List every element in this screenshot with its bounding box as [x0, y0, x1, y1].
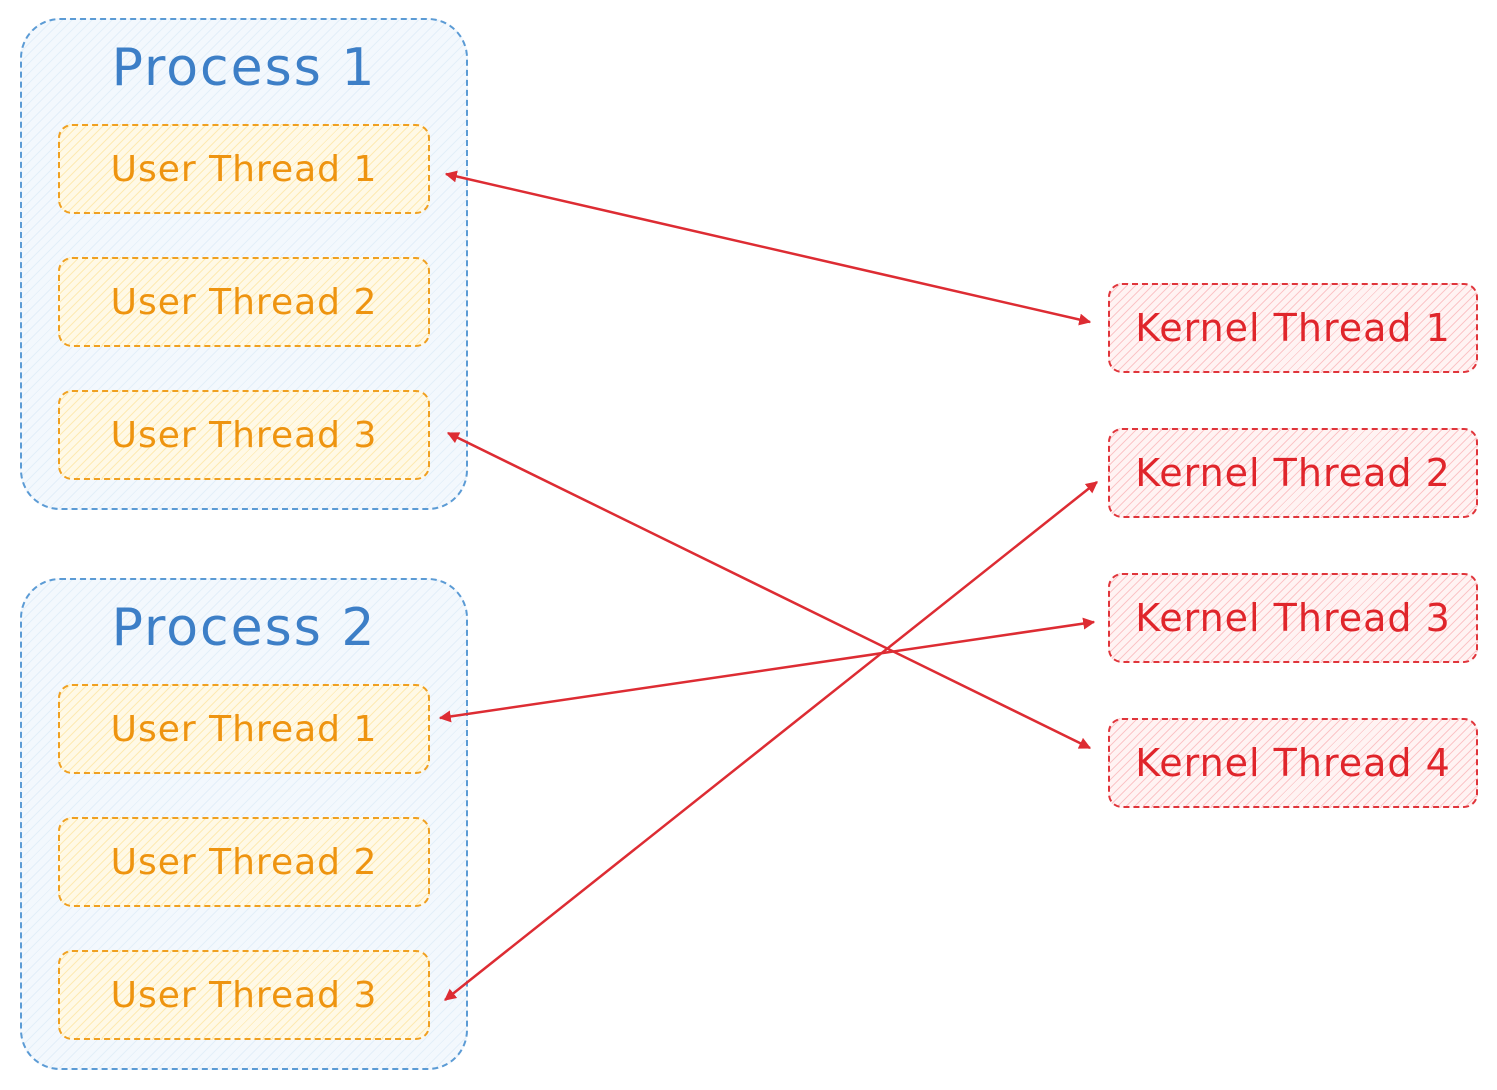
process-1-user-thread-2: User Thread 2 — [58, 257, 430, 347]
kernel-thread-3: Kernel Thread 3 — [1108, 573, 1478, 663]
process-2-user-thread-2: User Thread 2 — [58, 817, 430, 907]
process-1-user-thread-1: User Thread 1 — [58, 124, 430, 214]
arrow-p2-ut3-to-kt2 — [444, 481, 1098, 1001]
process-2-title: Process 2 — [111, 598, 377, 658]
arrow-p1-ut1-to-kt1 — [444, 170, 1092, 326]
kernel-thread-label: Kernel Thread 2 — [1135, 451, 1451, 495]
user-thread-label: User Thread 2 — [110, 841, 378, 883]
user-thread-label: User Thread 3 — [110, 414, 378, 456]
process-2-user-thread-3: User Thread 3 — [58, 950, 430, 1040]
process-1-user-thread-3: User Thread 3 — [58, 390, 430, 480]
user-thread-label: User Thread 1 — [110, 708, 378, 750]
arrow-p1-ut3-to-kt4 — [446, 431, 1092, 750]
kernel-thread-label: Kernel Thread 1 — [1135, 306, 1451, 350]
arrow-p2-ut1-to-kt3 — [438, 617, 1096, 723]
kernel-thread-2: Kernel Thread 2 — [1108, 428, 1478, 518]
user-thread-label: User Thread 3 — [110, 974, 378, 1016]
user-thread-label: User Thread 1 — [110, 148, 378, 190]
kernel-thread-1: Kernel Thread 1 — [1108, 283, 1478, 373]
kernel-thread-4: Kernel Thread 4 — [1108, 718, 1478, 808]
process-2-user-thread-1: User Thread 1 — [58, 684, 430, 774]
kernel-thread-label: Kernel Thread 4 — [1135, 741, 1451, 785]
process-1-title: Process 1 — [111, 38, 377, 98]
user-thread-label: User Thread 2 — [110, 281, 378, 323]
kernel-thread-label: Kernel Thread 3 — [1135, 596, 1451, 640]
